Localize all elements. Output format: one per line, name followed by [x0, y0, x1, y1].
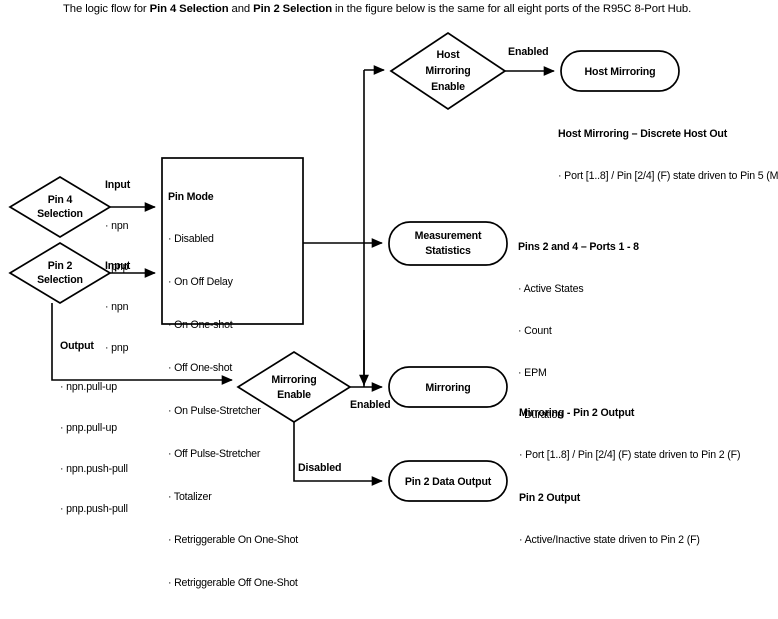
annotation-pin2-output: Pin 2 Output · Active/Inactive state dri…	[519, 463, 700, 575]
node-mirroring-enable-label: Mirroring	[271, 374, 316, 386]
node-host-mirroring-shape	[560, 50, 680, 92]
caption-part-3: in the figure below is the same for all …	[332, 3, 692, 15]
pin-mode-item: · On One-shot	[168, 319, 233, 332]
pin-mode-item: · On Off Delay	[168, 276, 233, 289]
annotation-pin2-output-item: · Active/Inactive state driven to Pin 2 …	[519, 534, 700, 546]
annotation-measurement: Pins 2 and 4 – Ports 1 - 8 · Active Stat…	[518, 212, 639, 450]
node-pin2-data-output-label: Pin 2 Data Output	[405, 476, 492, 488]
node-pin2-selection-shape	[8, 242, 112, 304]
edge-label-mirroring-disabled: Disabled	[298, 462, 342, 474]
node-pin4-selection-shape	[8, 176, 112, 238]
pin-mode-item: · Retriggerable Off One-Shot	[168, 576, 298, 589]
annotation-host-mirroring: Host Mirroring – Discrete Host Out · Por…	[558, 99, 778, 211]
node-pin2-selection-label-2: Selection	[37, 274, 83, 286]
diagram-caption: The logic flow for Pin 4 Selection and P…	[63, 2, 763, 16]
node-host-mirroring-label: Host Mirroring	[585, 66, 656, 78]
node-measurement-statistics-label-2: Statistics	[425, 245, 471, 257]
edge-label-host-enabled: Enabled	[508, 46, 549, 58]
output-pin2-item: · pnp.pull-up	[60, 421, 117, 434]
annotation-host-mirroring-item: · Port [1..8] / Pin [2/4] (F) state driv…	[558, 170, 778, 182]
input-pin2-item: · npn	[105, 300, 129, 313]
caption-part-2: and	[228, 3, 254, 15]
node-pin4-selection-label-2: Selection	[37, 208, 83, 220]
caption-bold-pin4: Pin 4 Selection	[149, 3, 229, 15]
input-pin2-title: Input	[105, 260, 131, 273]
pin-mode-item: · Off One-shot	[168, 362, 233, 375]
pin-mode-item: · Totalizer	[168, 490, 212, 503]
node-mirroring-enable-label-2: Enable	[277, 389, 311, 401]
annotation-host-mirroring-title: Host Mirroring – Discrete Host Out	[558, 128, 728, 140]
input-labels-pin2: Input · npn · pnp	[105, 233, 130, 383]
annotation-pin2-output-title: Pin 2 Output	[519, 492, 581, 504]
node-pin2-data-output-shape	[388, 460, 508, 502]
annotation-mirroring: Mirroring - Pin 2 Output · Port [1..8] /…	[519, 378, 741, 490]
flowchart-canvas: Pin 4 Selection Pin 2 Selection Host Mir…	[8, 31, 680, 502]
annotation-measurement-title: Pins 2 and 4 – Ports 1 - 8	[518, 241, 639, 253]
annotation-measurement-item: · Active States	[518, 283, 584, 295]
edge-label-mirroring-enabled: Enabled	[350, 399, 391, 411]
pin-mode-item: · On Pulse-Stretcher	[168, 405, 261, 418]
output-pin2-item: · npn.push-pull	[60, 462, 128, 475]
input-pin4-item: · npn	[105, 219, 129, 232]
caption-bold-pin2: Pin 2 Selection	[253, 3, 332, 15]
node-mirroring-label: Mirroring	[425, 382, 470, 394]
node-host-mirroring-enable-label-3: Enable	[431, 81, 465, 93]
node-host-mirroring-enable-label: Host	[437, 49, 461, 61]
caption-part-1: The logic flow for	[63, 3, 150, 15]
pin-mode-list: Pin Mode · Disabled · On Off Delay · On …	[168, 161, 298, 619]
annotation-mirroring-title: Mirroring - Pin 2 Output	[519, 407, 635, 419]
input-pin2-item: · pnp	[105, 341, 129, 354]
input-pin4-item: · pnp	[105, 260, 129, 273]
node-host-mirroring-enable-label-2: Mirroring	[425, 65, 470, 77]
node-measurement-statistics-label: Measurement	[415, 230, 482, 242]
node-measurement-statistics-shape	[388, 221, 508, 266]
output-pin2-item: · npn.pull-up	[60, 380, 117, 393]
annotation-measurement-item: · EPM	[518, 367, 547, 379]
flowchart-diagram: The logic flow for Pin 4 Selection and P…	[8, 2, 778, 589]
output-pin2-item: · pnp.push-pull	[60, 503, 128, 516]
input-pin4-title: Input	[105, 179, 131, 192]
output-pin2-title: Output	[60, 340, 94, 353]
pin-mode-title: Pin Mode	[168, 190, 214, 203]
pin-mode-item: · Disabled	[168, 233, 214, 246]
edge-mirroring-disabled-to-pin2-data-output	[293, 422, 383, 486]
annotation-measurement-item: · Duration	[518, 409, 564, 421]
output-labels-pin2: Output · npn.pull-up · pnp.pull-up · npn…	[60, 313, 128, 544]
node-pin-mode-shape	[161, 157, 304, 325]
input-labels-pin4: Input · npn · pnp	[105, 152, 130, 302]
node-pin4-selection-label: Pin 4	[48, 194, 73, 206]
node-mirroring-shape	[388, 366, 508, 408]
edge-pin2-output-to-mirroring-enable	[51, 303, 233, 385]
node-pin2-selection-label: Pin 2	[48, 260, 73, 272]
pin-mode-item: · Off Pulse-Stretcher	[168, 447, 261, 460]
pin-mode-item: · Retriggerable On One-Shot	[168, 533, 299, 546]
annotation-measurement-item: · Count	[518, 325, 552, 337]
annotation-mirroring-item: · Port [1..8] / Pin [2/4] (F) state driv…	[519, 449, 741, 461]
